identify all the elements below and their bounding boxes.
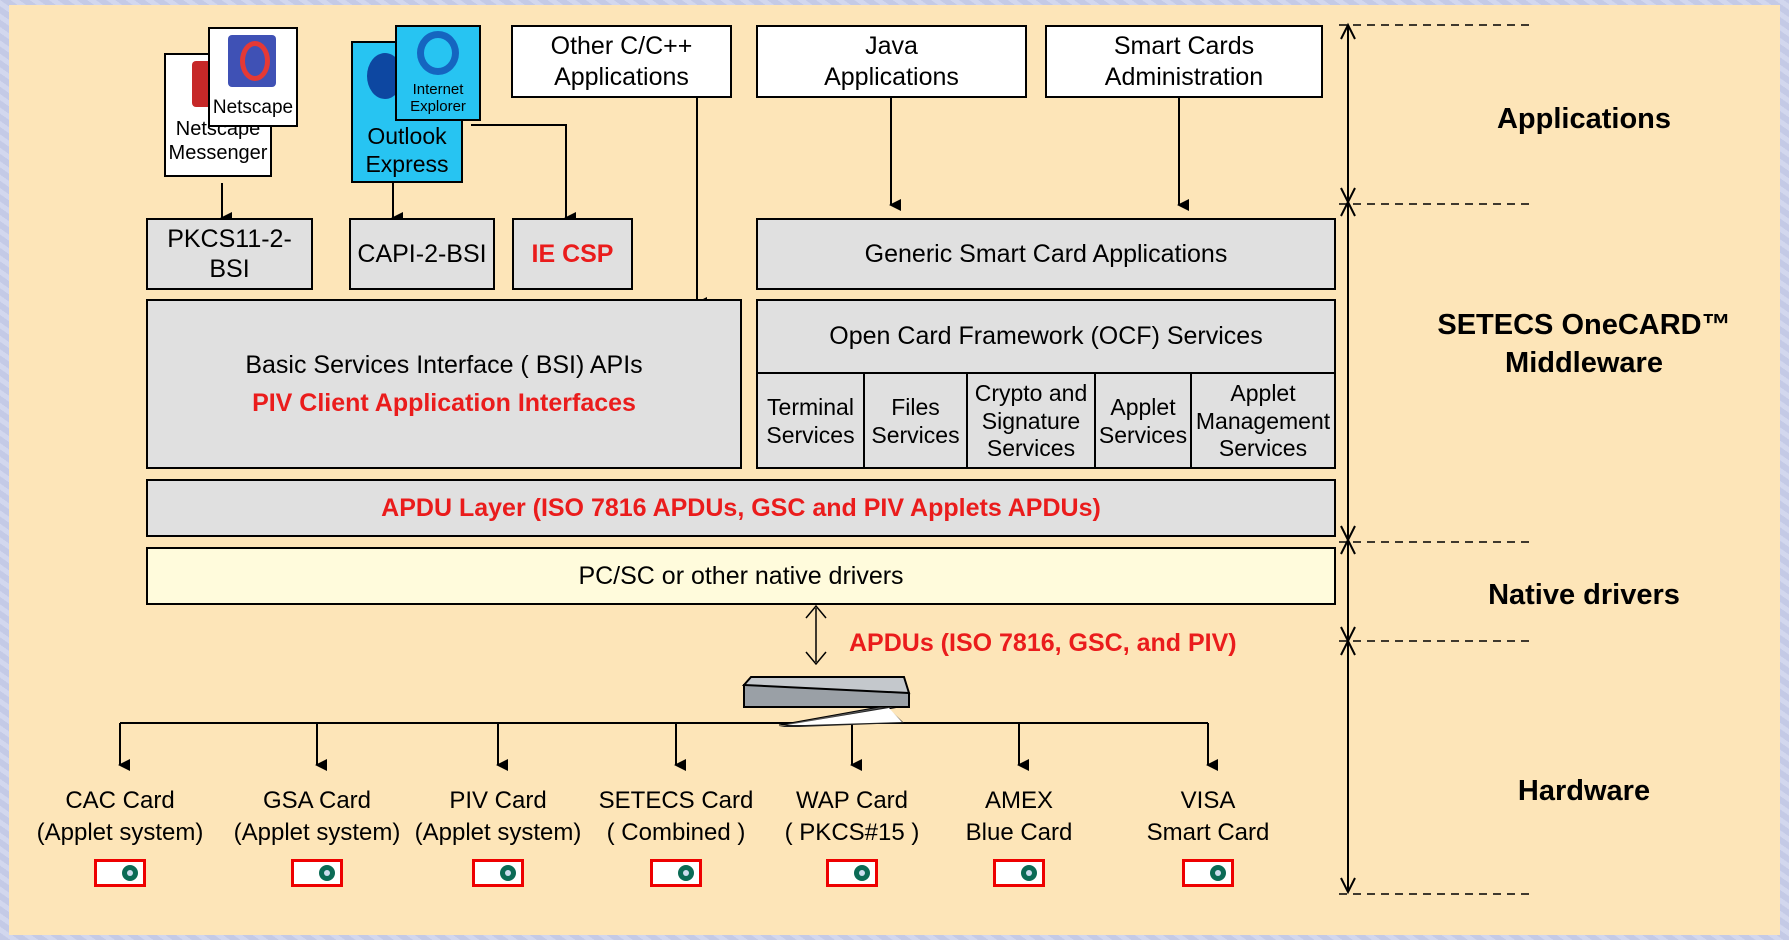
- card-type: (Applet system): [36, 818, 204, 846]
- chip-icon: [1210, 865, 1226, 881]
- smart-card-icon: [650, 859, 702, 887]
- chip-icon: [500, 865, 516, 881]
- card-item: VISA Smart Card: [1113, 785, 1303, 887]
- netscape-icon[interactable]: Netscape: [208, 27, 298, 127]
- chip-icon: [854, 865, 870, 881]
- apdus-label: APDUs (ISO 7816, GSC, and PIV): [849, 629, 1237, 657]
- card-type: (Applet system): [414, 818, 582, 846]
- bsi-title: Basic Services Interface ( BSI) APIs: [245, 350, 643, 379]
- ocf-applet-management-services: Applet Management Services: [1195, 380, 1331, 462]
- java-applications-box: Java Applications: [756, 25, 1027, 98]
- card-name: WAP Card: [795, 787, 909, 814]
- connector-lines: [118, 22, 1529, 895]
- smart-card-icon: [1182, 859, 1234, 887]
- native-drivers-box: PC/SC or other native drivers: [146, 547, 1336, 605]
- card-item: CAC Card (Applet system): [25, 785, 215, 887]
- chip-icon: [678, 865, 694, 881]
- capi-2-bsi-box: CAPI-2-BSI: [349, 218, 495, 290]
- internet-explorer-icon[interactable]: Internet Explorer: [395, 25, 481, 121]
- ocf-crypto-services: Crypto and Signature Services: [968, 374, 1096, 469]
- ocf-services-box: Open Card Framework (OCF) Services Termi…: [756, 299, 1336, 469]
- netscape-label: Netscape: [212, 97, 294, 118]
- ie-graphic: [417, 31, 459, 75]
- card-name: PIV Card: [449, 787, 547, 814]
- card-name: SETECS Card: [598, 787, 754, 814]
- pkcs11-2-bsi-box: PKCS11-2-BSI: [146, 218, 313, 290]
- other-cpp-applications-box: Other C/C++ Applications: [511, 25, 732, 98]
- ocf-terminal-services: Terminal Services: [758, 374, 865, 469]
- smart-card-icon: [993, 859, 1045, 887]
- smart-card-icon: [94, 859, 146, 887]
- card-name: VISA: [1180, 787, 1236, 814]
- layer-native-drivers: Native drivers: [1488, 579, 1680, 611]
- ocf-services-row: Terminal Services Files Services Crypto …: [758, 372, 1334, 469]
- piv-client-interfaces: PIV Client Application Interfaces: [252, 389, 636, 417]
- layer-middleware: SETECS OneCARD™ Middleware: [1437, 309, 1731, 379]
- smart-card-icon: [472, 859, 524, 887]
- card-name: GSA Card: [262, 787, 372, 814]
- ie-label: Internet Explorer: [410, 81, 466, 116]
- ocf-applet-services: Applet Services: [1096, 374, 1192, 469]
- smart-card-icon: [826, 859, 878, 887]
- card-type: Smart Card: [1146, 818, 1270, 846]
- diagram-canvas: Netscape Messenger Netscape Outlook Expr…: [9, 5, 1780, 935]
- apdu-layer-box: APDU Layer (ISO 7816 APDUs, GSC and PIV …: [146, 479, 1336, 537]
- chip-icon: [122, 865, 138, 881]
- ocf-files-services: Files Services: [865, 374, 968, 469]
- outlook-label: Outlook Express: [365, 123, 449, 177]
- card-name: AMEX: [984, 787, 1053, 814]
- card-item: GSA Card (Applet system): [222, 785, 412, 887]
- chip-icon: [319, 865, 335, 881]
- card-type: ( Combined ): [606, 818, 746, 846]
- card-reader-icon: [741, 676, 911, 727]
- chip-icon: [1021, 865, 1037, 881]
- generic-smart-card-applications-box: Generic Smart Card Applications: [756, 218, 1336, 290]
- ie-csp-box: IE CSP: [512, 218, 633, 290]
- ocf-title: Open Card Framework (OCF) Services: [829, 322, 1263, 351]
- netscape-ring: [240, 41, 270, 81]
- card-type: ( PKCS#15 ): [784, 818, 920, 846]
- smart-card-icon: [291, 859, 343, 887]
- card-type: Blue Card: [965, 818, 1073, 846]
- layer-applications: Applications: [1496, 103, 1671, 135]
- card-item: PIV Card (Applet system): [403, 785, 593, 887]
- smart-cards-administration-box: Smart Cards Administration: [1045, 25, 1323, 98]
- layer-hardware: Hardware: [1517, 775, 1651, 807]
- card-type: (Applet system): [233, 818, 401, 846]
- card-name: CAC Card: [65, 787, 175, 814]
- card-item: WAP Card ( PKCS#15 ): [757, 785, 947, 887]
- card-item: AMEX Blue Card: [924, 785, 1114, 887]
- card-item: SETECS Card ( Combined ): [581, 785, 771, 887]
- bsi-apis-box: Basic Services Interface ( BSI) APIs PIV…: [146, 299, 742, 469]
